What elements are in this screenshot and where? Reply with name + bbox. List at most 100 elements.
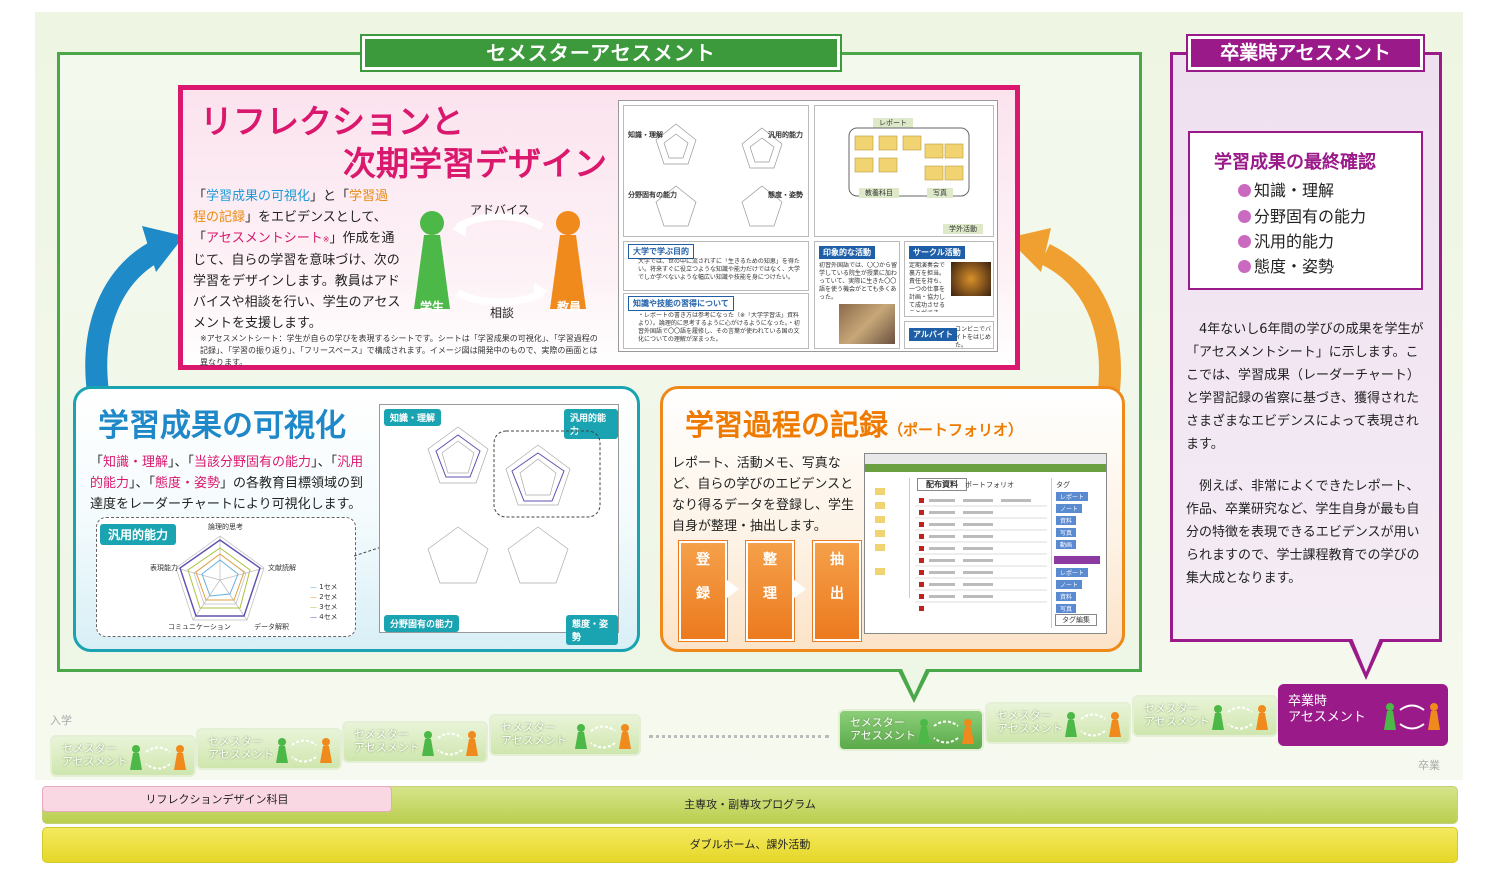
sheet-baito-text: コンビニでバイトをはじめた。 — [955, 326, 992, 349]
sheet-folder-area: レポート 教養科目 写真 学外活動 — [814, 105, 994, 237]
sheet-concert-photo — [951, 262, 991, 296]
reflection-title-line1: リフレクションと — [200, 102, 464, 141]
sheet-circle-text: 定期演奏会で裏方を担当。責任を持ち、一つの仕事を計画・協力して成功させることがで… — [909, 262, 946, 312]
graduation-pointer-inner — [1352, 638, 1380, 672]
final-check-title: 学習成果の最終確認 — [1214, 152, 1376, 173]
final-check-item-1-label: 知識・理解 — [1254, 181, 1335, 200]
reflection-subject-label: リフレクションデザイン科目 — [145, 793, 289, 806]
radar-axis-1: 論理的思考 — [208, 523, 243, 531]
reflection-text-segment: 学習過程の記録 — [193, 189, 389, 225]
semester-timeline-label: セメスター アセスメント — [997, 709, 1063, 735]
step-arrow-1-icon — [727, 580, 739, 598]
semester-pointer-inner — [902, 669, 926, 695]
radar-axis-2: 文献読解 — [268, 564, 296, 572]
reflection-title-line2: 次期学習デザイン — [343, 144, 607, 183]
reflection-text-segment: 」と「 — [310, 189, 350, 204]
visualization-text-segment: 「 — [90, 455, 104, 470]
graduation-end-label: 卒業 — [1418, 759, 1440, 772]
semester-timeline-box: セメスター アセスメント — [985, 702, 1131, 744]
chart-tag-knowledge: 知識・理解 — [384, 409, 442, 426]
portfolio-title-sub: （ポートフォリオ） — [888, 421, 1024, 439]
semester-timeline-box: セメスター アセスメント — [50, 735, 196, 777]
student-teacher-mini-icon — [918, 719, 974, 744]
step-extract-char1: 抽 — [830, 552, 844, 568]
visualization-text-segment: 」の各教育目標領域の到達度をレーダーチャートにより可視化します。 — [90, 476, 364, 512]
final-check-item-3-label: 汎用的能力 — [1254, 232, 1335, 251]
tag-edit-button[interactable]: タグ編集 — [1055, 614, 1097, 626]
tag2-item-4: 写真 — [1056, 604, 1077, 613]
step-organize: 整理 — [745, 540, 795, 642]
reflection-text-segment: アセスメントシート — [206, 231, 323, 246]
final-check-item-3: 汎用的能力 — [1238, 228, 1334, 252]
portfolio-title: 学習過程の記録（ポートフォリオ） — [685, 402, 1023, 444]
semester-timeline-label: セメスター アセスメント — [62, 742, 128, 768]
sheet-purpose-label: 大学で学ぶ目的 — [628, 244, 694, 259]
cycle-arrow-right-icon — [1007, 228, 1121, 392]
tag2-item-1: レポート — [1056, 568, 1089, 577]
tag-item-1: レポート — [1056, 492, 1089, 501]
step-register-char1: 登 — [696, 552, 710, 568]
graduation-text-paragraph-2: 例えば、非常によくできたレポート、作品、卒業研究など、学生自身が最も自分の特徴を… — [1186, 479, 1420, 586]
radar-legend: — 1セメ — 2セメ — 3セメ — 4セメ — [310, 582, 338, 622]
sheet-purpose-text: 大学では、世の中に流されずに「生きるための知恵」を得たい。将来すぐに役立つような… — [638, 258, 801, 281]
timeline-dots — [649, 735, 829, 738]
legend-1-label: 1セメ — [319, 583, 338, 591]
reflection-text-segment: 「 — [193, 189, 207, 204]
final-check-item-2: 分野固有の能力 — [1238, 203, 1366, 227]
advice-label: アドバイス — [470, 203, 530, 217]
chart-tag-general: 汎用的能力 — [564, 409, 618, 439]
sheet-outside-tag: 学外活動 — [943, 224, 983, 234]
visualization-text-segment: 汎用的能力 — [90, 455, 364, 491]
radar-chart-sheet: 知識・理解 汎用的能力 分野固有の能力 態度・姿勢 — [379, 404, 619, 645]
sheet-label-knowledge: 知識・理解 — [628, 131, 663, 139]
semester-timeline-box: セメスター アセスメント — [1132, 695, 1278, 737]
screen-menubar — [865, 464, 1106, 472]
bullet-icon — [1238, 184, 1251, 197]
semester-timeline-box: セメスター アセスメント — [838, 709, 984, 751]
reflection-subject-bar: リフレクションデザイン科目 — [42, 786, 392, 812]
double-home-bar: ダブルホーム、課外活動 — [42, 827, 1458, 863]
sheet-radar-charts — [655, 123, 783, 227]
step-extract-char2: 出 — [830, 586, 844, 602]
radar-axis-4: コミュニケーション — [168, 623, 231, 631]
reflection-description: 「学習成果の可視化」と「学習過程の記録」をエビデンスとして、「アセスメントシート… — [193, 186, 401, 334]
screen-subtab: ポートフォリオ — [965, 481, 1014, 489]
sheet-impressive-label: 印象的な活動 — [819, 246, 875, 259]
screen-file-list — [915, 494, 1047, 622]
tag2-item-2: ノート — [1056, 580, 1083, 589]
sheet-impressive-text: 初習外国語では、〇〇から留学している院生が授業に加わっていて、実際に生きた〇〇語… — [819, 262, 897, 301]
reflection-text-segment: 」作成を通じて、自らの学習を意味づけ、次の学習をデザインします。教員はアドバイス… — [193, 231, 401, 331]
step-register: 登録 — [678, 540, 728, 642]
student-teacher-figure — [414, 211, 586, 309]
student-teacher-mini-icon — [1384, 703, 1440, 730]
student-teacher-mini-icon — [276, 738, 332, 763]
visualization-text-segment: 」、「 — [168, 455, 195, 470]
legend-2-label: 2セメ — [319, 593, 338, 601]
portfolio-description: レポート、活動メモ、写真など、自らの学びのエビデンスとなり得るデータを登録し、学… — [672, 456, 855, 534]
step-extract: 抽出 — [812, 540, 862, 642]
semester-timeline-box: セメスター アセスメント — [489, 714, 641, 756]
tag-group-header — [1054, 556, 1100, 564]
chart-tag-field: 分野固有の能力 — [384, 615, 460, 632]
sheet-knowledge-area: 知識や技能の習得について ・レポートの書き方は参考になった（※「大学学習法」資料… — [623, 293, 809, 349]
sheet-label-attitude: 態度・姿勢 — [768, 191, 803, 199]
tag-item-4: 写真 — [1056, 528, 1077, 537]
student-label: 学生 — [420, 300, 445, 314]
sheet-radar-area: 知識・理解 汎用的能力 分野固有の能力 態度・姿勢 — [623, 105, 809, 237]
screen-tab-handouts: 配布資料 — [917, 478, 967, 491]
radar-axis-5: 表現能力 — [150, 564, 178, 572]
sheet-impressive-area: 印象的な活動 初習外国語では、〇〇から留学している院生が授業に加わっていて、実際… — [814, 241, 900, 349]
teacher-label: 教員 — [557, 300, 582, 314]
semester-timeline-label: セメスター アセスメント — [1144, 702, 1210, 728]
graduation-timeline-label: 卒業時 アセスメント — [1288, 694, 1366, 725]
semester-timeline-label: セメスター アセスメント — [850, 716, 916, 742]
tag-item-2: ノート — [1056, 504, 1083, 513]
tag-panel-header: タグ — [1056, 481, 1070, 489]
legend-4-label: 4セメ — [319, 613, 338, 621]
screen-folder-tree — [869, 478, 910, 598]
tag-item-3: 資料 — [1056, 516, 1077, 525]
semester-timeline-box: セメスター アセスメント — [196, 728, 342, 770]
chart-tag-attitude: 態度・姿勢 — [566, 615, 618, 645]
sheet-label-general: 汎用的能力 — [768, 131, 803, 139]
final-check-item-4: 態度・姿勢 — [1238, 253, 1334, 277]
